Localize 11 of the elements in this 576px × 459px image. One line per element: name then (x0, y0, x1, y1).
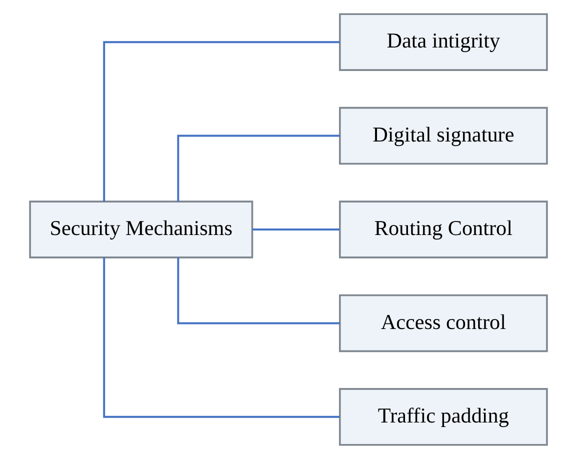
connector (252, 228, 339, 230)
node-box: Access control (338, 294, 548, 352)
connector (102, 41, 340, 202)
node-box: Data intigrity (338, 13, 548, 71)
node-box: Digital signature (338, 106, 548, 165)
node-box: Routing Control (338, 200, 548, 258)
connector (176, 134, 340, 202)
node-box: Traffic padding (338, 388, 548, 446)
connector (176, 258, 340, 324)
connector (102, 258, 340, 418)
node-box: Security Mechanisms (28, 200, 253, 258)
